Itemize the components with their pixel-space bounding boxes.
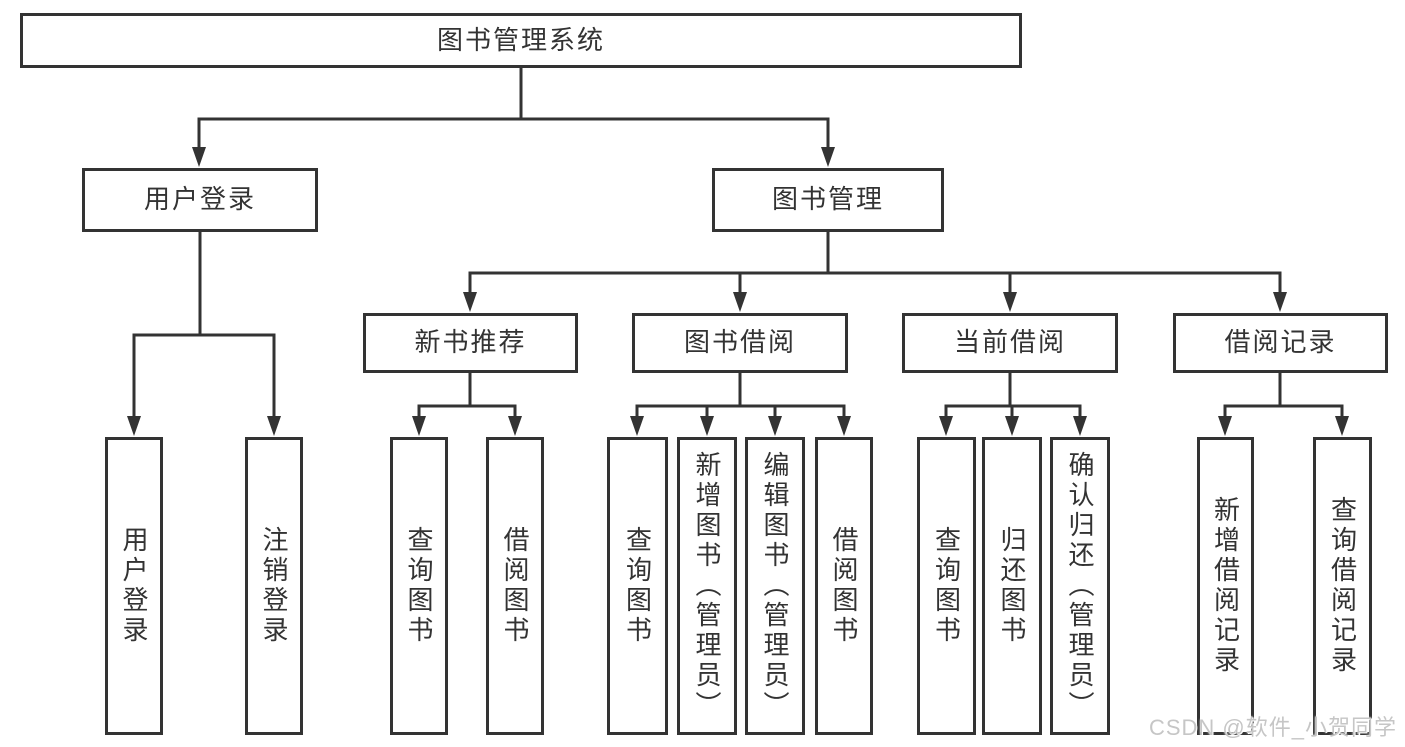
node-user-login: 用户登录 [82, 168, 318, 232]
leaf-confirm-return-admin: 确认归还（管理员） [1050, 437, 1110, 735]
leaf-query-borrow-record: 查询借阅记录 [1313, 437, 1372, 735]
leaf-user-login: 用户登录 [105, 437, 163, 735]
node-book-management: 图书管理 [712, 168, 944, 232]
leaf-edit-book-admin: 编辑图书（管理员） [745, 437, 805, 735]
leaf-borrow-books-borrowing: 借阅图书 [815, 437, 873, 735]
leaf-query-books-borrowing: 查询图书 [607, 437, 668, 735]
node-book-borrowing: 图书借阅 [632, 313, 848, 373]
csdn-watermark: CSDN @软件_小贺同学 [1148, 715, 1397, 740]
node-book-management-system: 图书管理系统 [20, 13, 1022, 68]
leaf-query-books-recommend: 查询图书 [390, 437, 448, 735]
node-current-borrowing: 当前借阅 [902, 313, 1118, 373]
node-borrowing-records: 借阅记录 [1173, 313, 1388, 373]
leaf-logout: 注销登录 [245, 437, 303, 735]
leaf-borrow-books-recommend: 借阅图书 [486, 437, 544, 735]
node-new-book-recommend: 新书推荐 [363, 313, 578, 373]
leaf-query-books-current: 查询图书 [917, 437, 976, 735]
leaf-return-book: 归还图书 [982, 437, 1042, 735]
leaf-add-borrow-record: 新增借阅记录 [1197, 437, 1254, 735]
leaf-add-book-admin: 新增图书（管理员） [677, 437, 737, 735]
